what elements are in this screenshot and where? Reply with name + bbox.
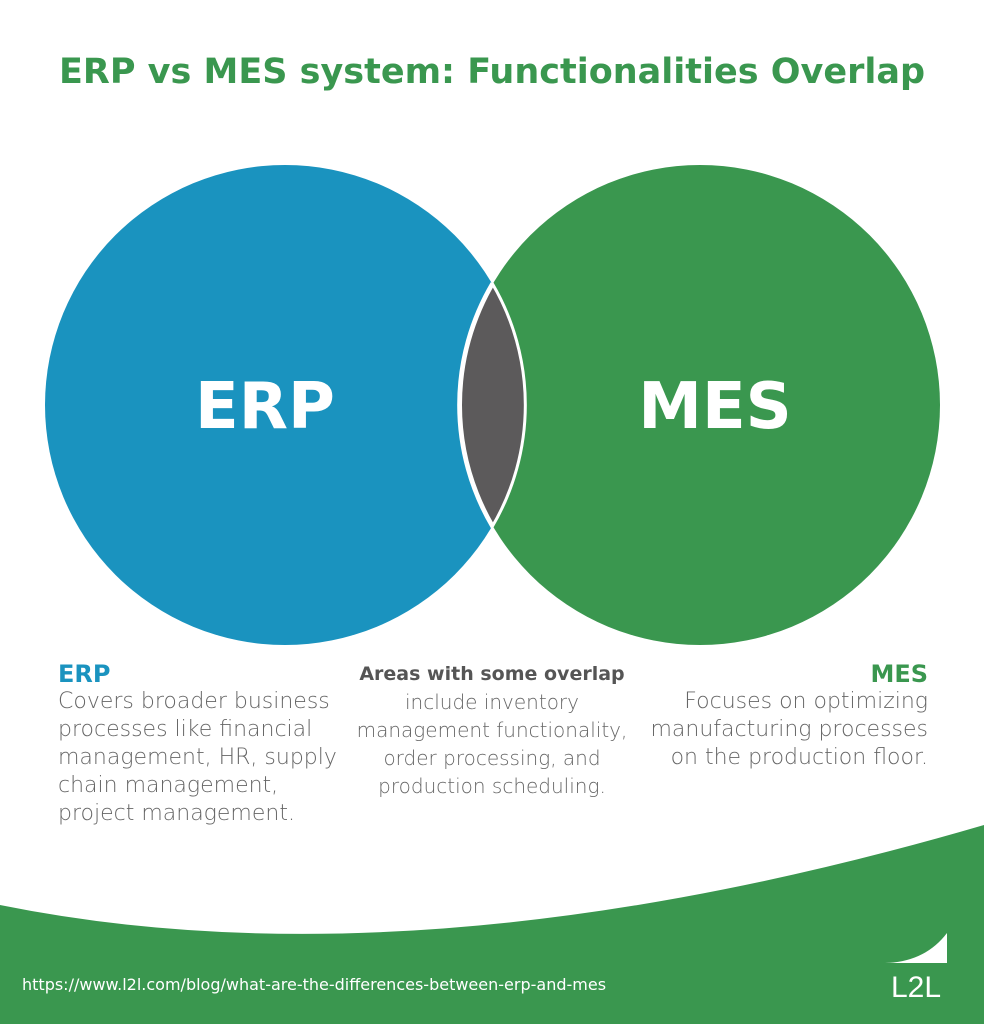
mes-description: MES Focuses on optimizing manufacturing … bbox=[650, 660, 928, 772]
page-title: ERP vs MES system: Functionalities Overl… bbox=[58, 52, 926, 92]
mes-circle-label: MES bbox=[638, 370, 792, 444]
overlap-description: Areas with some overlap include inventor… bbox=[352, 660, 632, 800]
erp-heading: ERP bbox=[58, 660, 111, 688]
footer-band bbox=[0, 825, 984, 1024]
source-url[interactable]: https://www.l2l.com/blog/what-are-the-di… bbox=[22, 975, 607, 994]
svg-text:L2L: L2L bbox=[891, 971, 941, 1004]
erp-text: Covers broader business processes like f… bbox=[58, 689, 337, 826]
overlap-heading: Areas with some overlap bbox=[359, 663, 625, 685]
mes-text: Focuses on optimizing manufacturing proc… bbox=[650, 689, 928, 770]
erp-circle bbox=[45, 165, 525, 645]
l2l-logo: L2L bbox=[885, 933, 947, 1004]
erp-description: ERP Covers broader business processes li… bbox=[58, 660, 348, 828]
overlap-text: include inventory management functionali… bbox=[356, 690, 628, 798]
mes-heading: MES bbox=[870, 660, 928, 688]
mes-circle bbox=[460, 165, 940, 645]
erp-circle-label: ERP bbox=[195, 370, 335, 444]
